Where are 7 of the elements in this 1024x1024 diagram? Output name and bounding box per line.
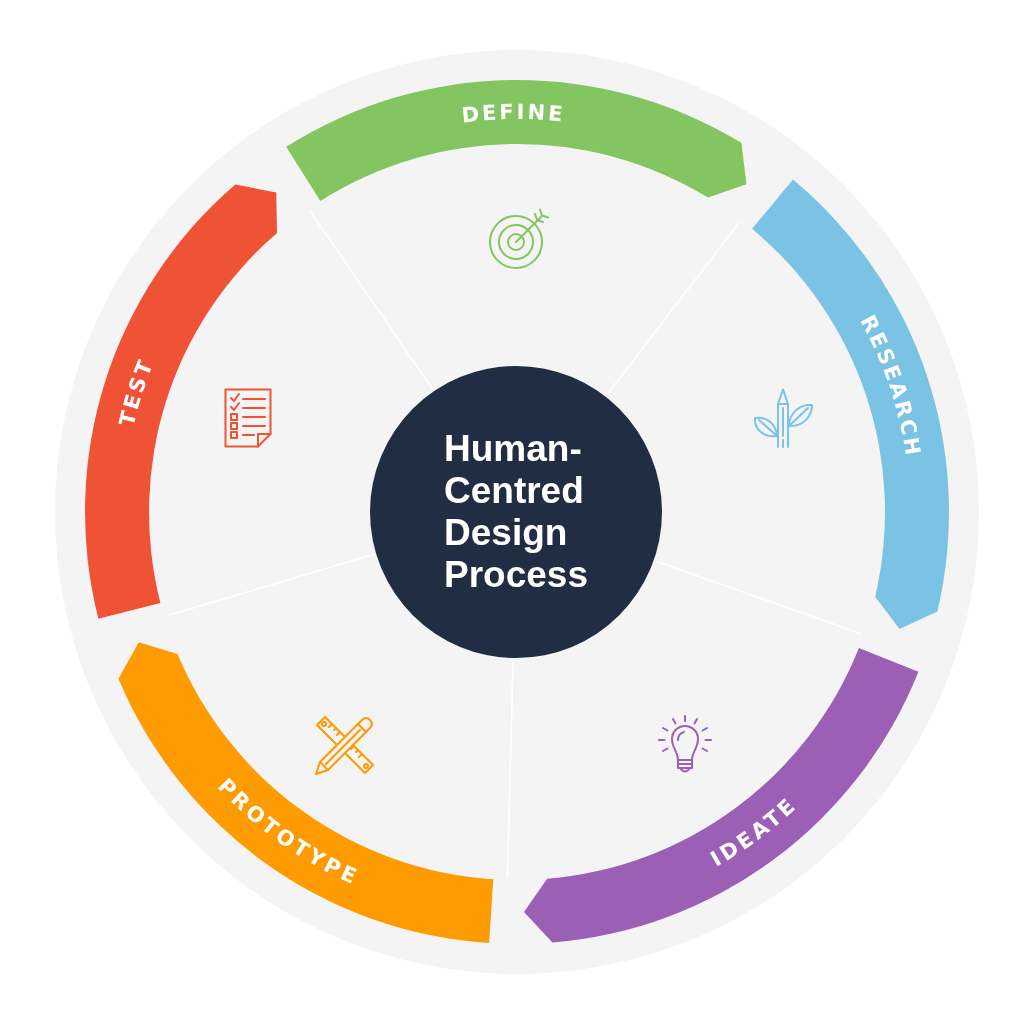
stage-arrow-band bbox=[752, 179, 949, 629]
stage-arrow-band bbox=[85, 184, 278, 619]
stage-label: DEFINE bbox=[460, 99, 567, 128]
stage-arrow-band bbox=[524, 648, 919, 943]
stage-arrow-band bbox=[118, 642, 494, 944]
center-title: Human-Centred Design Process bbox=[444, 428, 588, 596]
stage-arrow-band bbox=[286, 80, 747, 201]
